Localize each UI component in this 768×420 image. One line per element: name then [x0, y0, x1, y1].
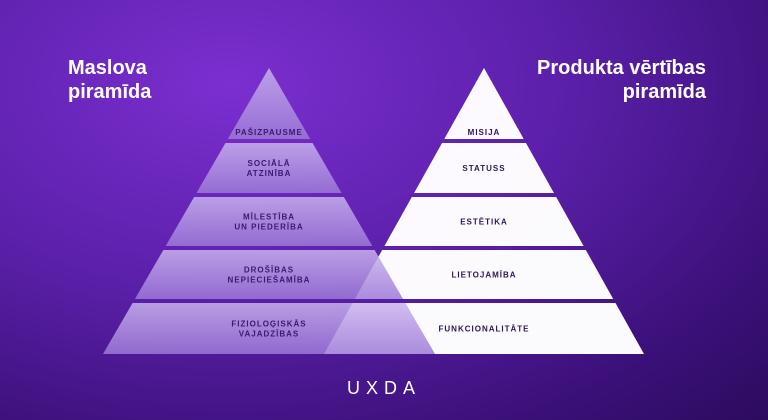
right-title-line2: piramīda	[622, 81, 706, 103]
right-level-1-label: MISIJA	[468, 128, 501, 137]
left-level-5	[103, 303, 435, 354]
right-pyramid: MISIJA STATUSS ESTĒTIKA LIETOJAMĪBA FUNKCION…	[324, 68, 644, 354]
right-level-3-label: ESTĒTIKA	[460, 218, 508, 227]
right-level-5-label: FUNKCIONALITĀTE	[439, 325, 530, 334]
right-level-1	[444, 68, 524, 139]
left-title-line1: Maslova	[68, 57, 147, 79]
left-level-4-label: DROŠĪBAS	[244, 266, 294, 275]
left-level-2	[196, 143, 342, 193]
right-level-3	[384, 197, 584, 246]
left-level-2-label: ATZINĪBA	[247, 169, 292, 178]
left-level-5-label: FIZIOLOĢISKĀS	[231, 320, 306, 329]
right-level-4-label: LIETOJAMĪBA	[451, 271, 516, 280]
right-level-4	[354, 250, 614, 299]
uxda-logo: UXDA	[346, 378, 421, 398]
right-level-2	[414, 143, 554, 193]
left-level-3	[165, 197, 373, 246]
right-title-line1: Produkta vērtības	[537, 57, 706, 79]
right-pyramid-title: Produkta vērtības piramīda	[537, 56, 706, 104]
left-level-3-label: UN PIEDERĪBA	[234, 223, 303, 232]
left-level-1-label: PAŠIZPAUSME	[235, 128, 303, 137]
right-level-2-label: STATUSS	[462, 164, 505, 173]
left-level-3-label: MĪLESTĪBA	[243, 213, 295, 222]
left-level-2-label: SOCIĀLĀ	[248, 159, 291, 168]
left-level-5-label: VAJADZĪBAS	[239, 330, 300, 339]
left-pyramid-title: Maslova piramīda	[68, 56, 151, 104]
left-level-4-label: NEPIECIEŠAMĪBA	[228, 276, 311, 285]
left-title-line2: piramīda	[68, 81, 152, 103]
left-level-1	[227, 68, 311, 139]
left-level-4	[134, 250, 404, 299]
